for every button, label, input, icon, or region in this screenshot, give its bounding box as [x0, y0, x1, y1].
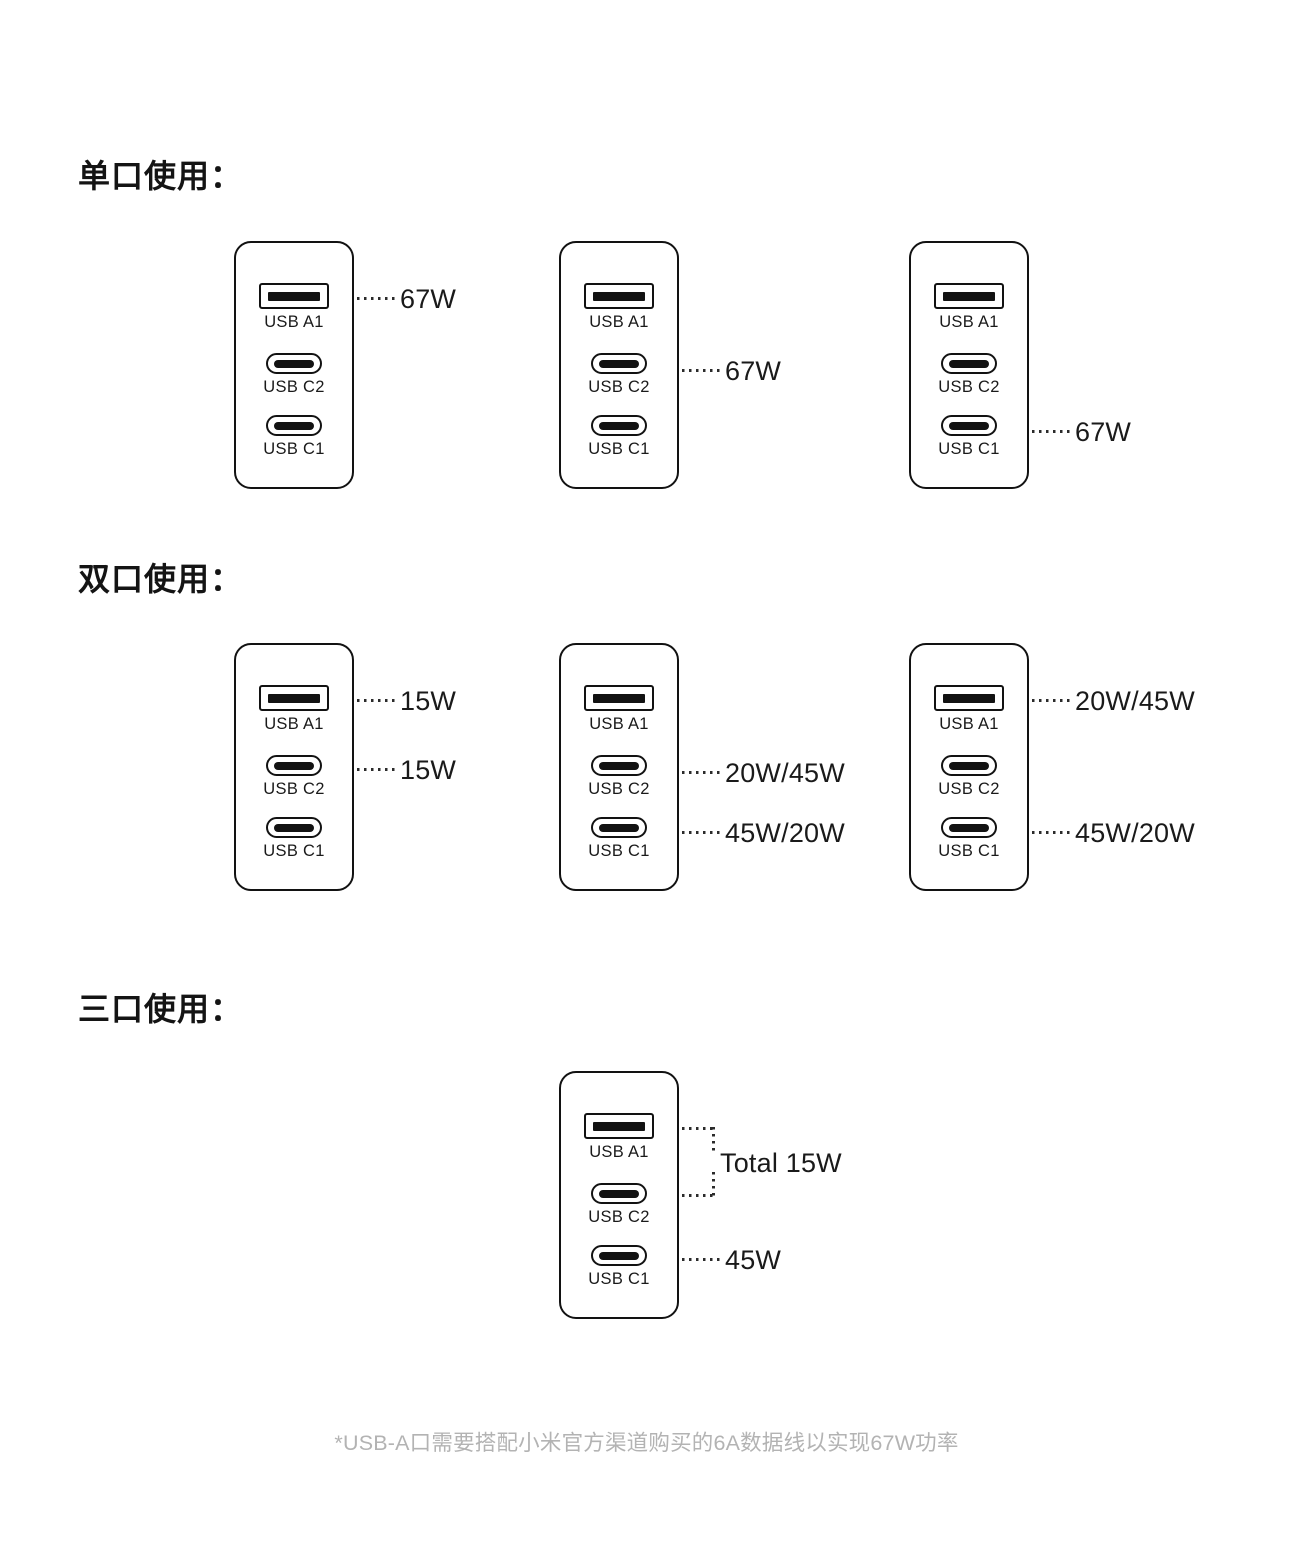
usb-c-port-icon — [266, 415, 322, 436]
usb-a-port-icon — [584, 685, 654, 711]
leader-line-triple-a1 — [682, 1127, 715, 1130]
port-group-c2: USB C2 — [911, 755, 1027, 798]
port-label-c1: USB C1 — [588, 1270, 650, 1288]
usb-c-port-icon — [941, 353, 997, 374]
usb-c-port-icon — [941, 755, 997, 776]
usb-a-port-icon — [934, 685, 1004, 711]
port-label-c1: USB C1 — [263, 842, 325, 860]
watt-label-dual2-c2: 20W/45W — [725, 758, 845, 788]
watt-label-single-c2: 67W — [725, 356, 782, 386]
usb-c-port-icon — [591, 817, 647, 838]
port-group-c1: USB C1 — [236, 817, 352, 860]
watt-label-triple-total: Total 15W — [720, 1148, 842, 1178]
charger-dual-c2-c1: USB A1 USB C2 USB C1 — [559, 643, 679, 891]
leader-line-dual2-c1 — [682, 831, 720, 834]
port-label-c1: USB C1 — [263, 440, 325, 458]
charger-single-c1: USB A1 USB C2 USB C1 — [909, 241, 1029, 489]
port-group-c1: USB C1 — [561, 817, 677, 860]
port-group-c1: USB C1 — [236, 415, 352, 458]
port-label-a1: USB A1 — [939, 313, 999, 331]
charger-single-c2: USB A1 USB C2 USB C1 — [559, 241, 679, 489]
leader-line-dual1-c2 — [357, 768, 395, 771]
leader-line-dual2-c2 — [682, 771, 720, 774]
port-group-a1: USB A1 — [236, 283, 352, 331]
usb-c-port-icon — [941, 415, 997, 436]
port-group-a1: USB A1 — [911, 283, 1027, 331]
watt-label-dual1-a1: 15W — [400, 686, 457, 716]
usb-c-port-icon — [591, 1183, 647, 1204]
watt-label-single-a1: 67W — [400, 284, 457, 314]
port-label-c2: USB C2 — [588, 780, 650, 798]
watt-label-triple-c1: 45W — [725, 1245, 782, 1275]
port-label-c1: USB C1 — [588, 440, 650, 458]
port-label-c1: USB C1 — [938, 440, 1000, 458]
port-group-c2: USB C2 — [236, 755, 352, 798]
usb-a-port-icon — [584, 1113, 654, 1139]
leader-line-dual3-c1 — [1032, 831, 1070, 834]
port-label-a1: USB A1 — [589, 715, 649, 733]
usb-a-port-icon — [584, 283, 654, 309]
port-group-c2: USB C2 — [561, 755, 677, 798]
port-group-c1: USB C1 — [911, 415, 1027, 458]
port-label-a1: USB A1 — [264, 313, 324, 331]
port-group-a1: USB A1 — [561, 1113, 677, 1161]
port-group-c2: USB C2 — [911, 353, 1027, 396]
usb-a-port-icon — [259, 283, 329, 309]
leader-line-triple-c1 — [682, 1258, 720, 1261]
port-group-c2: USB C2 — [561, 353, 677, 396]
port-label-c2: USB C2 — [938, 378, 1000, 396]
usb-c-port-icon — [591, 353, 647, 374]
port-label-a1: USB A1 — [589, 313, 649, 331]
port-label-c1: USB C1 — [588, 842, 650, 860]
charger-dual-a1-c2: USB A1 USB C2 USB C1 — [234, 643, 354, 891]
charger-dual-a1-c1: USB A1 USB C2 USB C1 — [909, 643, 1029, 891]
usb-c-port-icon — [591, 1245, 647, 1266]
usb-c-port-icon — [266, 817, 322, 838]
port-group-a1: USB A1 — [561, 283, 677, 331]
bracket-vertical-lower — [712, 1172, 715, 1197]
usb-a-port-icon — [259, 685, 329, 711]
port-label-c1: USB C1 — [938, 842, 1000, 860]
usb-c-port-icon — [591, 755, 647, 776]
watt-label-dual3-c1: 45W/20W — [1075, 818, 1195, 848]
port-label-c2: USB C2 — [263, 378, 325, 396]
port-group-a1: USB A1 — [561, 685, 677, 733]
charger-triple-all: USB A1 USB C2 USB C1 — [559, 1071, 679, 1319]
port-label-c2: USB C2 — [938, 780, 1000, 798]
leader-line-triple-c2 — [682, 1194, 715, 1197]
usb-c-port-icon — [266, 755, 322, 776]
port-group-a1: USB A1 — [911, 685, 1027, 733]
watt-label-dual2-c1: 45W/20W — [725, 818, 845, 848]
charger-single-a1: USB A1 USB C2 USB C1 — [234, 241, 354, 489]
section-heading-single-port: 单口使用： — [78, 158, 244, 194]
port-group-c1: USB C1 — [911, 817, 1027, 860]
leader-line-single-c1 — [1032, 430, 1070, 433]
section-heading-triple-port: 三口使用： — [78, 991, 244, 1027]
watt-label-dual1-c2: 15W — [400, 755, 457, 785]
watt-label-single-c1: 67W — [1075, 417, 1132, 447]
leader-line-single-a1 — [357, 297, 395, 300]
leader-line-dual1-a1 — [357, 699, 395, 702]
port-group-c1: USB C1 — [561, 415, 677, 458]
usb-c-port-icon — [266, 353, 322, 374]
port-label-c2: USB C2 — [588, 1208, 650, 1226]
leader-line-dual3-a1 — [1032, 699, 1070, 702]
port-group-c2: USB C2 — [561, 1183, 677, 1226]
usb-c-port-icon — [591, 415, 647, 436]
port-label-c2: USB C2 — [263, 780, 325, 798]
port-label-a1: USB A1 — [939, 715, 999, 733]
usb-a-port-icon — [934, 283, 1004, 309]
watt-label-dual3-a1: 20W/45W — [1075, 686, 1195, 716]
port-label-a1: USB A1 — [589, 1143, 649, 1161]
section-heading-dual-port: 双口使用： — [78, 561, 244, 597]
port-label-c2: USB C2 — [588, 378, 650, 396]
port-group-c2: USB C2 — [236, 353, 352, 396]
usb-c-port-icon — [941, 817, 997, 838]
port-label-a1: USB A1 — [264, 715, 324, 733]
port-group-a1: USB A1 — [236, 685, 352, 733]
bracket-vertical-upper — [712, 1127, 715, 1153]
footnote-text: *USB-A口需要搭配小米官方渠道购买的6A数据线以实现67W功率 — [334, 1431, 959, 1455]
leader-line-single-c2 — [682, 369, 720, 372]
port-group-c1: USB C1 — [561, 1245, 677, 1288]
